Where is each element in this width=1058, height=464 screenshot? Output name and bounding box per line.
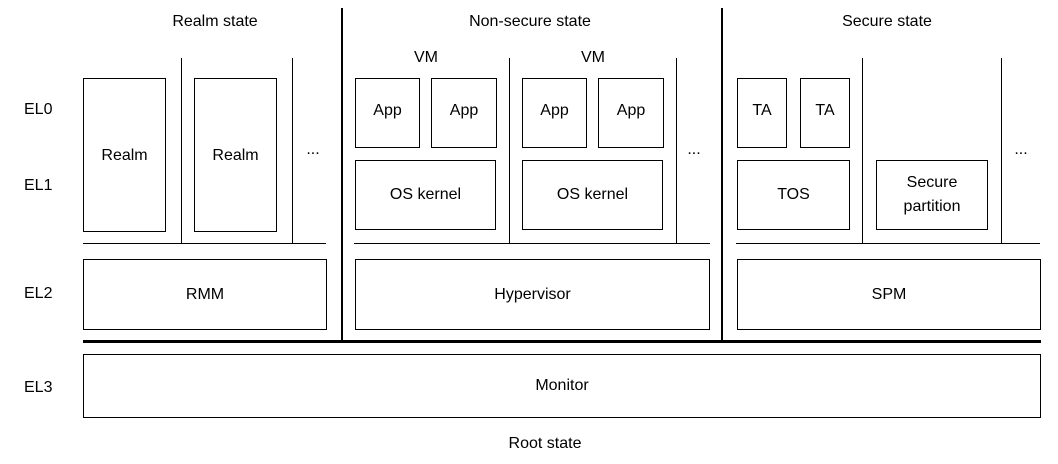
app-box-3-label: App: [540, 102, 569, 119]
realm-ellipsis: ...: [306, 141, 320, 158]
os-kernel-box-2: [522, 160, 663, 230]
realm-box-2: [194, 78, 277, 232]
ta-box-1-label: TA: [752, 102, 772, 119]
nonsecure-el1-el2-separator: [354, 243, 710, 244]
os-kernel-box-1: [355, 160, 496, 230]
hypervisor-box: [355, 259, 710, 330]
app-box-2: [431, 78, 497, 148]
realm-nonsecure-divider: [341, 8, 343, 342]
el3-label: EL3: [24, 379, 53, 396]
el2-el3-separator: [83, 340, 1041, 343]
app-box-2-label: App: [449, 102, 479, 119]
rmm-label: RMM: [185, 285, 225, 303]
el1-label: EL1: [24, 177, 53, 194]
realm-box-1-label: Realm: [101, 147, 148, 164]
nonsecure-state-heading: Non-secure state: [469, 13, 591, 30]
secure-el1-el2-separator: [736, 243, 1040, 244]
app-box-1-label: App: [373, 102, 402, 119]
tos-box: [737, 160, 850, 230]
monitor-label: Monitor: [535, 377, 589, 394]
vm-partition-line: [509, 58, 510, 244]
secure-partition-label-line2: partition: [903, 198, 961, 215]
realm-el1-el2-separator: [83, 243, 326, 244]
hypervisor-label: Hypervisor: [494, 285, 571, 303]
rmm-box: [83, 259, 327, 330]
monitor-box: [83, 354, 1041, 418]
realm-state-heading: Realm state: [172, 13, 258, 30]
app-box-3: [522, 78, 587, 148]
nonsecure-partition-line: [676, 58, 677, 244]
secure-partition-line-1: [862, 58, 863, 244]
app-box-4: [598, 78, 664, 148]
root-state-heading: Root state: [508, 435, 582, 452]
ta-box-1: [737, 78, 787, 148]
app-box-1: [355, 78, 420, 148]
el2-label: EL2: [24, 285, 53, 302]
nonsecure-ellipsis: ...: [687, 141, 701, 158]
ta-box-2: [800, 78, 850, 148]
secure-partition-line-2: [1001, 58, 1002, 244]
realm-partition-line-2: [292, 58, 293, 244]
ta-box-2-label: TA: [815, 102, 835, 119]
spm-label: SPM: [871, 285, 907, 303]
secure-ellipsis: ...: [1014, 141, 1028, 158]
vm-1-label: VM: [414, 49, 438, 66]
vm-2-label: VM: [581, 49, 605, 66]
el0-label: EL0: [24, 101, 53, 118]
tos-label: TOS: [777, 186, 810, 203]
realm-box-1: [83, 78, 166, 232]
os-kernel-box-1-label: OS kernel: [389, 186, 462, 203]
secure-partition-box: [876, 160, 988, 230]
app-box-4-label: App: [616, 102, 646, 119]
spm-box: [737, 259, 1041, 330]
realm-box-2-label: Realm: [212, 147, 259, 164]
realm-partition-line-1: [181, 58, 182, 244]
nonsecure-secure-divider: [721, 8, 723, 342]
os-kernel-box-2-label: OS kernel: [556, 186, 629, 203]
secure-partition-label-line1: Secure: [906, 174, 958, 191]
secure-state-heading: Secure state: [842, 13, 932, 30]
